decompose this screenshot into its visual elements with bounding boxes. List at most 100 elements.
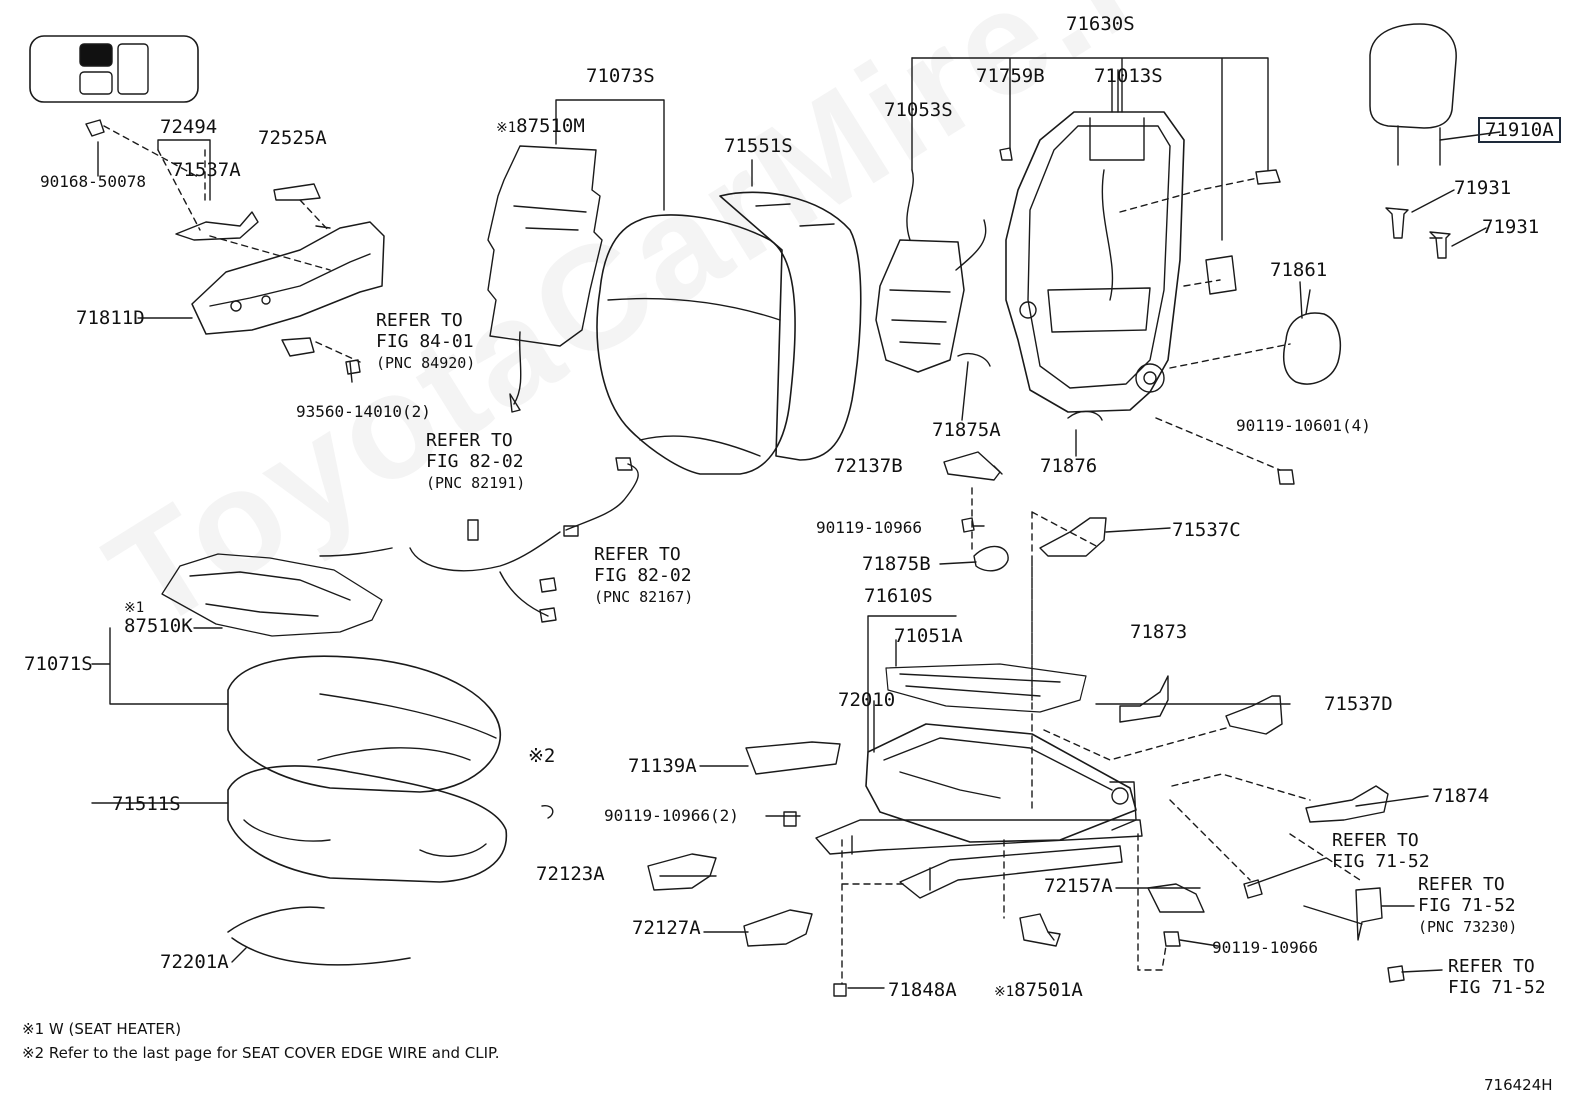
hinge-covers-71875A-71876 [957, 352, 1103, 421]
bolt-90119-10966 [961, 517, 975, 533]
cover-72525A [273, 183, 321, 201]
label-71876: 71876 [1040, 455, 1098, 477]
label-71910A[interactable]: 71910A [1478, 117, 1561, 143]
seatback-cover-71073S [596, 214, 796, 475]
cover-72127A [743, 909, 813, 947]
harness-82167 [563, 457, 639, 537]
label-71874: 71874 [1432, 785, 1490, 807]
harness-82191 [409, 519, 561, 623]
label-71931-a: 71931 [1454, 177, 1512, 199]
label-71139A: 71139A [628, 755, 697, 777]
label-72157A: 72157A [1044, 875, 1113, 897]
knob-71537A [175, 211, 259, 241]
star-note-1: ※1 [496, 120, 517, 136]
headrest-71910A [1369, 23, 1501, 166]
label-72010: 72010 [838, 689, 896, 711]
label-71759B: 71759B [976, 65, 1045, 87]
wire-72201A [227, 906, 411, 966]
switch-ref-84-01 [281, 337, 315, 357]
label-71875A: 71875A [932, 419, 1001, 441]
label-93560-14010: 93560-14010(2) [296, 402, 431, 421]
label-87510M: 87510M [516, 115, 585, 137]
leader-71071S [91, 627, 229, 705]
figure-code: 716424H [1484, 1076, 1553, 1094]
label-71537C: 71537C [1172, 519, 1241, 541]
footnote-1: ※1 W (SEAT HEATER) [22, 1020, 182, 1038]
clip-note-2 [541, 805, 554, 819]
nut-ref-71-52 [1387, 965, 1405, 983]
label-90168-50078: 90168-50078 [40, 172, 146, 191]
label-71511S: 71511S [112, 793, 181, 815]
label-87510K: 87510K [124, 615, 193, 637]
seat-frame-72010 [865, 723, 1137, 843]
label-87501A: 87501A [1014, 979, 1083, 1001]
label-90119-10601: 90119-10601(4) [1236, 416, 1371, 435]
label-71610S: 71610S [864, 585, 933, 607]
label-71013S: 71013S [1094, 65, 1163, 87]
seat-track-rails [815, 819, 1143, 899]
bracket-72137B [943, 451, 1001, 481]
cover-71875B [973, 545, 1009, 572]
bolt-90119-10966-2 [783, 811, 797, 827]
label-72127A: 72127A [632, 917, 701, 939]
label-72201A: 72201A [160, 951, 229, 973]
label-71537D: 71537D [1324, 693, 1393, 715]
leader-71073S [555, 99, 665, 211]
screw-93560 [345, 359, 361, 375]
cover-71873 [1119, 675, 1169, 723]
leader-71630S [911, 57, 1269, 241]
seat-cushion-pad-71511S [227, 765, 508, 883]
heater-87510K [161, 553, 383, 637]
label-71537A: 71537A [172, 159, 241, 181]
label-72525A: 72525A [258, 127, 327, 149]
dashed-leaders-left [103, 125, 361, 363]
seatback-frame-71013S [1005, 69, 1185, 413]
knob-cover-71861 [1282, 281, 1342, 385]
label-90119-10966-c: 90119-10966 [1212, 938, 1318, 957]
cover-71139A [745, 741, 841, 775]
solid-leaders [97, 141, 1443, 989]
label-71811D: 71811D [76, 307, 145, 329]
label-90119-10966-2: 90119-10966(2) [604, 806, 739, 825]
label-71630S: 71630S [1066, 13, 1135, 35]
armrest-cover-71811D [137, 221, 385, 335]
label-72137B: 72137B [834, 455, 903, 477]
lumbar-support-71053S [875, 57, 987, 373]
bolt-90168 [85, 119, 105, 137]
cover-71537D [1225, 695, 1283, 735]
cover-71537C [1039, 517, 1107, 557]
clip-71759B [999, 147, 1013, 161]
leader-72494 [157, 139, 211, 201]
spring-assembly-71051A [885, 663, 1087, 713]
label-71053S: 71053S [884, 99, 953, 121]
label-71875B: 71875B [862, 553, 931, 575]
headrest-guide-71931 [1385, 189, 1487, 259]
label-71873: 71873 [1130, 621, 1188, 643]
label-71071S: 71071S [24, 653, 93, 675]
label-71051A: 71051A [894, 625, 963, 647]
harness-connector [319, 547, 393, 557]
label-71848A: 71848A [888, 979, 957, 1001]
cover-71874 [1305, 785, 1389, 823]
dashed-leaders [841, 177, 1361, 985]
label-71551S: 71551S [724, 135, 793, 157]
star-note-1b: ※1 [124, 600, 145, 616]
seat-belt-buckle-73230 [1303, 887, 1383, 941]
heater-87510M [487, 145, 603, 413]
cover-72157A [1147, 883, 1205, 913]
buckle-ref-71-52 [1243, 879, 1263, 899]
label-note-2: ※2 [528, 745, 556, 767]
seat-cushion-cover-71071S [227, 655, 502, 793]
label-90119-10966-a: 90119-10966 [816, 518, 922, 537]
sensor-87501A [1019, 913, 1061, 947]
label-72123A: 72123A [536, 863, 605, 885]
seatback-pad-71551S [719, 159, 862, 461]
label-71073S: 71073S [586, 65, 655, 87]
